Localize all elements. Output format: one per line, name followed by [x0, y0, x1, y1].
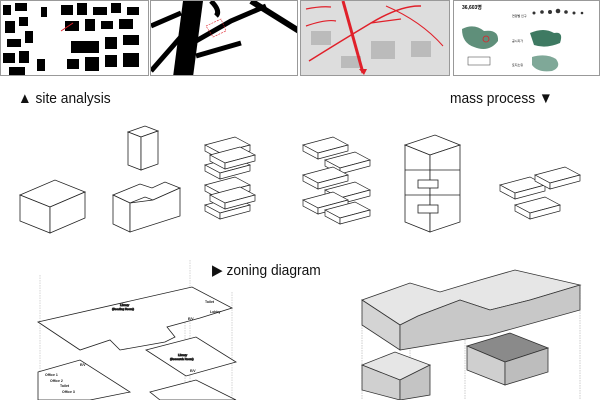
svg-text:(Reading Room): (Reading Room): [112, 307, 134, 311]
svg-text:Toilet: Toilet: [60, 384, 70, 388]
zoning-diagram-heading: ▶ zoning diagram: [212, 262, 321, 279]
figure-ground-map: [0, 0, 149, 76]
land-ownership-label: 토지소유: [512, 63, 524, 67]
street-circulation-map: [300, 0, 450, 76]
figure-ground-graphic: [3, 3, 139, 75]
mass-step-1: [18, 179, 87, 234]
svg-text:(Research Room): (Research Room): [170, 357, 194, 361]
site-analysis-heading: ▲ site analysis: [18, 90, 111, 107]
age-population-label: 연령별 인구: [512, 14, 527, 18]
svg-text:Office 1: Office 1: [45, 373, 58, 377]
svg-text:Lobby: Lobby: [210, 310, 221, 314]
land-price-label: 공시지가: [512, 39, 524, 43]
svg-text:E/V: E/V: [80, 363, 86, 367]
population-number: 36,603명: [462, 5, 482, 11]
street-circulation-graphic: [305, 1, 444, 75]
road-network-map: [150, 0, 298, 76]
mass-step-3: [204, 136, 256, 220]
svg-text:Library: Library: [178, 353, 188, 357]
infographic-graphics: [462, 8, 584, 72]
svg-text:E/V: E/V: [188, 317, 194, 321]
mass-step-6: [499, 166, 581, 220]
mass-step-2: [112, 125, 182, 233]
svg-text:Office 3: Office 3: [62, 390, 75, 394]
zoning-masses: [360, 269, 582, 400]
mass-step-5: [403, 134, 462, 233]
svg-text:Toilet: Toilet: [205, 300, 215, 304]
road-network-graphic: [151, 1, 297, 75]
statistics-infographic: 36,603명 연령별 인구 공시지가 토지소유: [453, 0, 600, 76]
zoning-floor-plans: Library(Reading Room) Library(Research R…: [37, 260, 237, 400]
mass-process-heading: mass process ▼: [450, 90, 553, 107]
svg-text:Library: Library: [120, 303, 130, 307]
svg-text:Office 2: Office 2: [50, 379, 63, 383]
svg-text:E/V: E/V: [190, 369, 196, 373]
mass-step-4: [302, 136, 371, 225]
